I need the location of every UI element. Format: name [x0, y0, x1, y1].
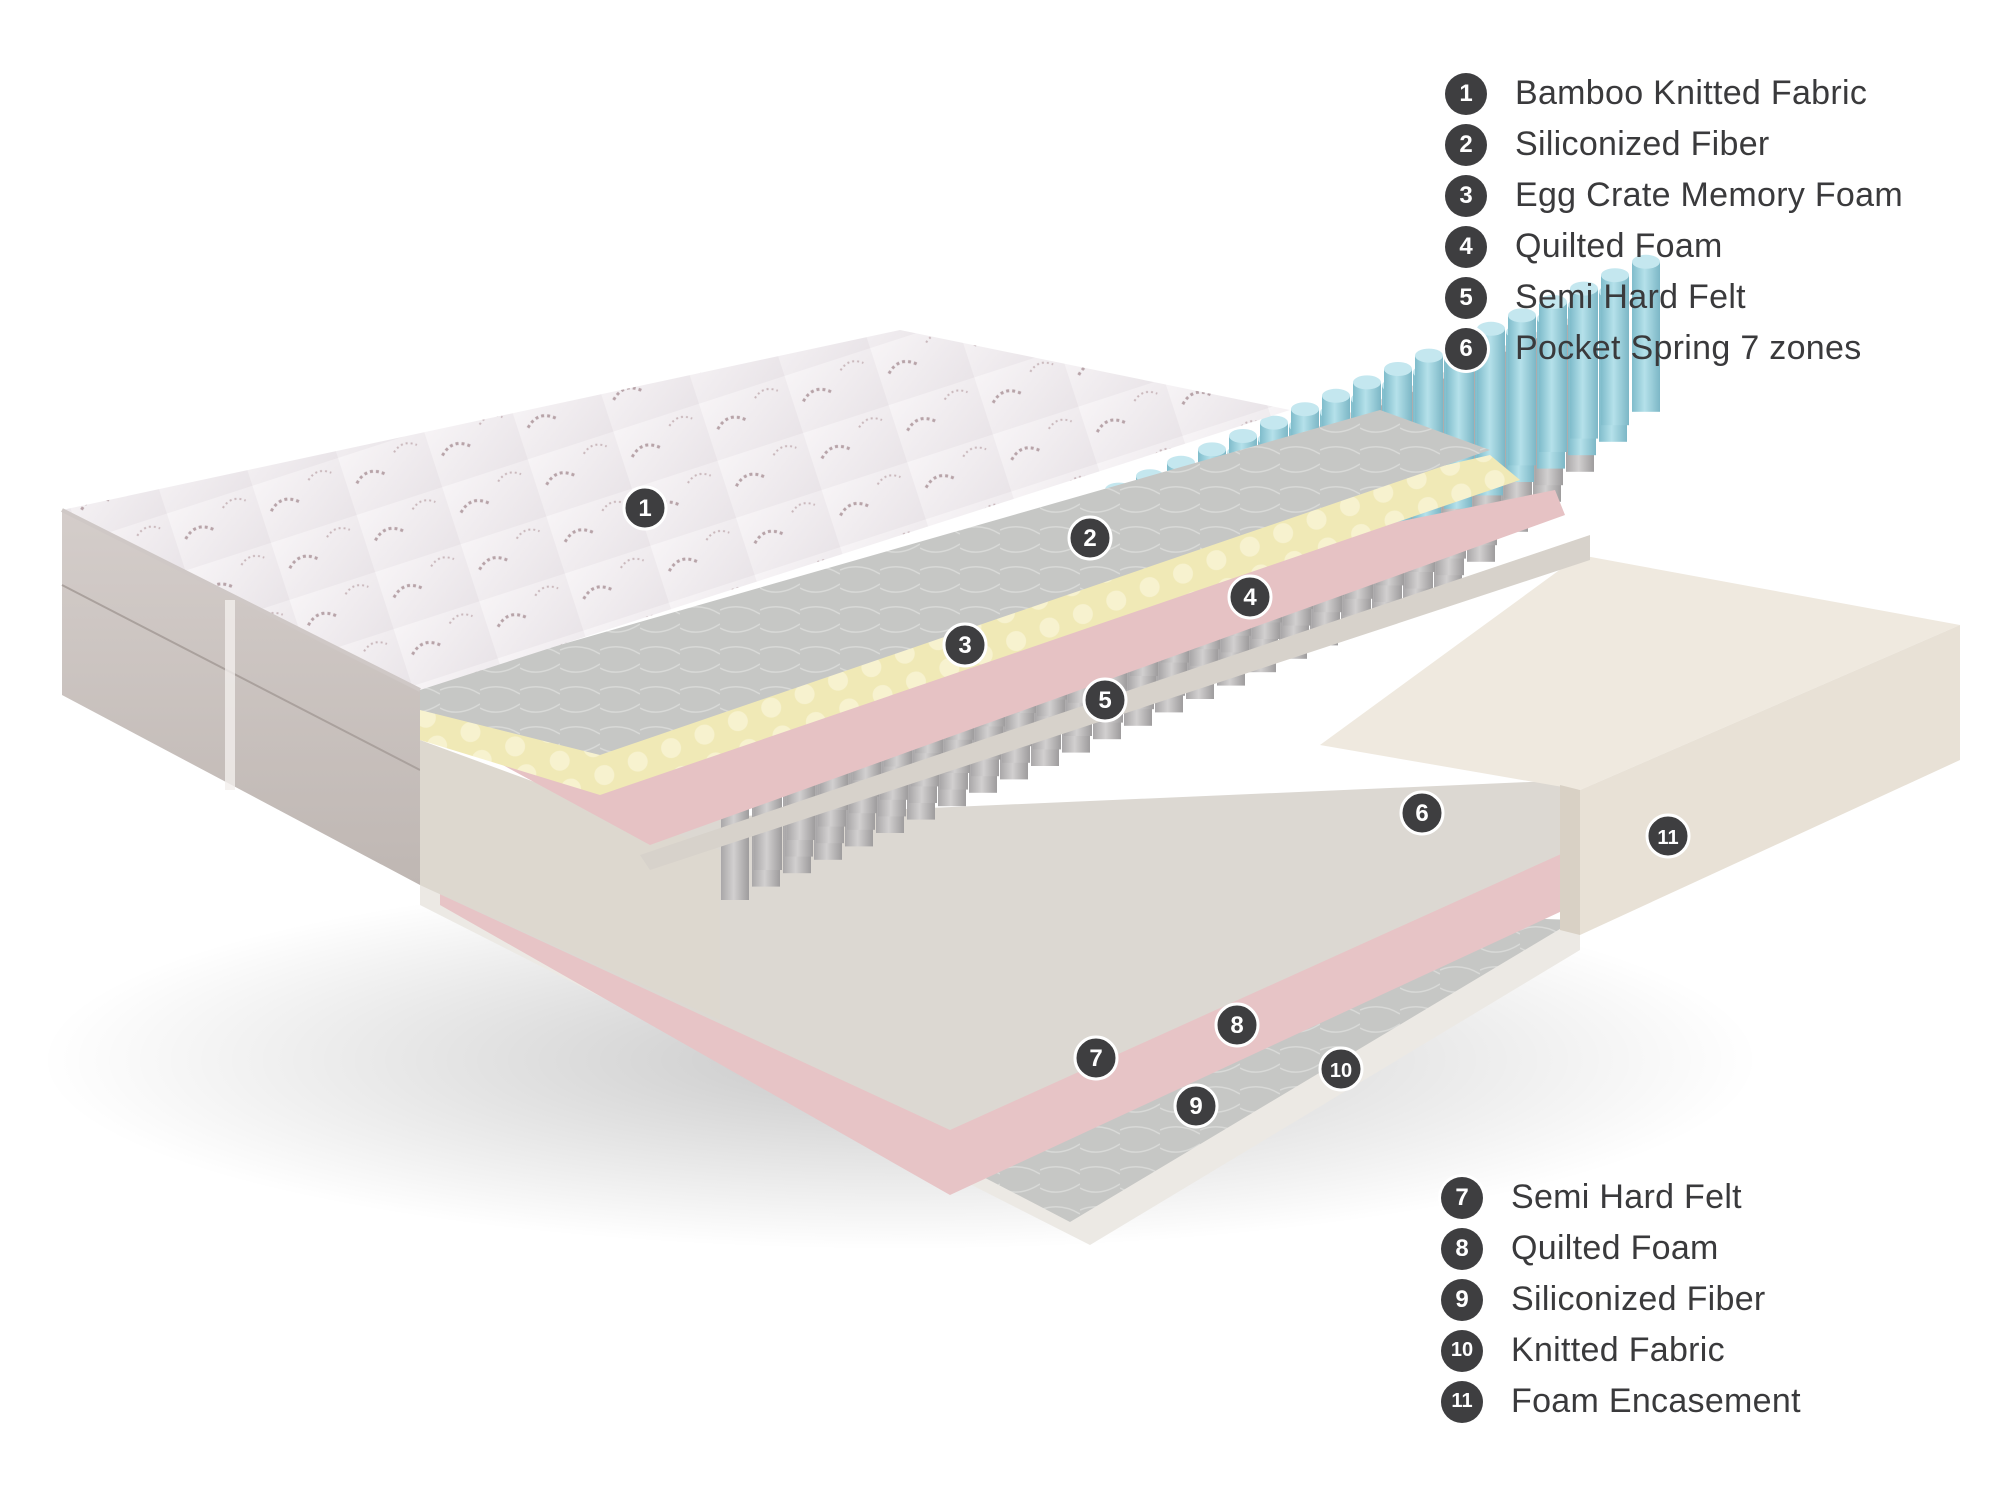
legend-label: Bamboo Knitted Fabric: [1515, 74, 1868, 112]
callout-number: 6: [1415, 800, 1428, 827]
callout-badge: 2: [1067, 515, 1113, 561]
legend-label: Siliconized Fiber: [1511, 1280, 1766, 1318]
callout-number: 4: [1243, 584, 1257, 611]
legend-label: Egg Crate Memory Foam: [1515, 176, 1903, 214]
foam-encasement-top: [1320, 555, 1960, 790]
legend-item: 11 Foam Encasement: [1441, 1376, 1801, 1427]
legend-item: 1 Bamboo Knitted Fabric: [1445, 68, 1903, 119]
mattress-side-panel: [62, 510, 420, 885]
callout-number: 1: [638, 495, 651, 522]
callout-number: 8: [1230, 1012, 1243, 1039]
callout-number: 2: [1083, 525, 1096, 552]
callout-number: 10: [1330, 1060, 1352, 1082]
legend-number-badge: 7: [1441, 1176, 1483, 1219]
callout-badge: 10: [1318, 1046, 1364, 1092]
legend-number-badge: 8: [1441, 1227, 1483, 1270]
legend-label: Semi Hard Felt: [1511, 1178, 1742, 1216]
layer-bamboo-knitted-fabric: [62, 330, 1290, 690]
legend-number-badge: 5: [1445, 276, 1487, 319]
callout-number: 7: [1089, 1045, 1102, 1072]
legend-item: 2 Siliconized Fiber: [1445, 119, 1903, 170]
legend-label: Knitted Fabric: [1511, 1331, 1725, 1369]
legend-item: 6 Pocket Spring 7 zones: [1445, 323, 1903, 374]
legend-number-badge: 4: [1445, 225, 1487, 268]
pocket-spring-comfort: [1539, 295, 1567, 452]
callout-badges: 1 2 3 4 5 6 7 8 9 10 11: [622, 485, 1691, 1129]
legend-item: 5 Semi Hard Felt: [1445, 272, 1903, 323]
legend-number-badge: 2: [1445, 123, 1487, 166]
legend-label: Quilted Foam: [1511, 1229, 1719, 1267]
callout-number: 3: [958, 632, 971, 659]
callout-number: 5: [1098, 687, 1111, 714]
legend-number-badge: 9: [1441, 1278, 1483, 1321]
legend-label: Quilted Foam: [1515, 227, 1723, 265]
legend-top-layers: 1 Bamboo Knitted Fabric 2 Siliconized Fiber…: [1445, 68, 1903, 374]
callout-badge: 1: [622, 485, 668, 531]
callout-badge: 4: [1227, 574, 1273, 620]
legend-number-badge: 6: [1445, 327, 1487, 370]
legend-label: Siliconized Fiber: [1515, 125, 1770, 163]
legend-label: Pocket Spring 7 zones: [1515, 329, 1862, 367]
callout-badge: 6: [1399, 790, 1445, 836]
legend-label: Foam Encasement: [1511, 1382, 1801, 1420]
callout-badge: 5: [1082, 677, 1128, 723]
pocket-spring-comfort: [1632, 254, 1660, 412]
legend-bottom-layers: 7 Semi Hard Felt 8 Quilted Foam 9 Siliconized…: [1441, 1172, 1801, 1427]
pocket-spring-comfort: [1601, 268, 1629, 426]
callout-badge: 7: [1073, 1035, 1119, 1081]
pocket-spring-comfort: [1508, 308, 1536, 466]
callout-badge: 11: [1645, 813, 1691, 859]
legend-item: 9 Siliconized Fiber: [1441, 1274, 1801, 1325]
layer-siliconized-fiber-top: [420, 410, 1490, 755]
pocket-spring-comfort: [1570, 281, 1598, 439]
callout-badge: 8: [1214, 1002, 1260, 1048]
callout-badge: 9: [1173, 1083, 1219, 1129]
legend-label: Semi Hard Felt: [1515, 278, 1746, 316]
legend-item: 8 Quilted Foam: [1441, 1223, 1801, 1274]
callout-badge: 3: [942, 622, 988, 668]
foam-encasement-wall: [1580, 625, 1960, 935]
legend-item: 4 Quilted Foam: [1445, 221, 1903, 272]
legend-number-badge: 11: [1441, 1380, 1483, 1423]
legend-number-badge: 1: [1445, 72, 1487, 115]
legend-item: 10 Knitted Fabric: [1441, 1325, 1801, 1376]
callout-number: 9: [1189, 1093, 1202, 1120]
foam-encasement-front: [420, 740, 720, 1020]
legend-item: 3 Egg Crate Memory Foam: [1445, 170, 1903, 221]
legend-item: 7 Semi Hard Felt: [1441, 1172, 1801, 1223]
legend-number-badge: 10: [1441, 1329, 1483, 1372]
callout-number: 11: [1657, 827, 1678, 849]
legend-number-badge: 3: [1445, 174, 1487, 217]
